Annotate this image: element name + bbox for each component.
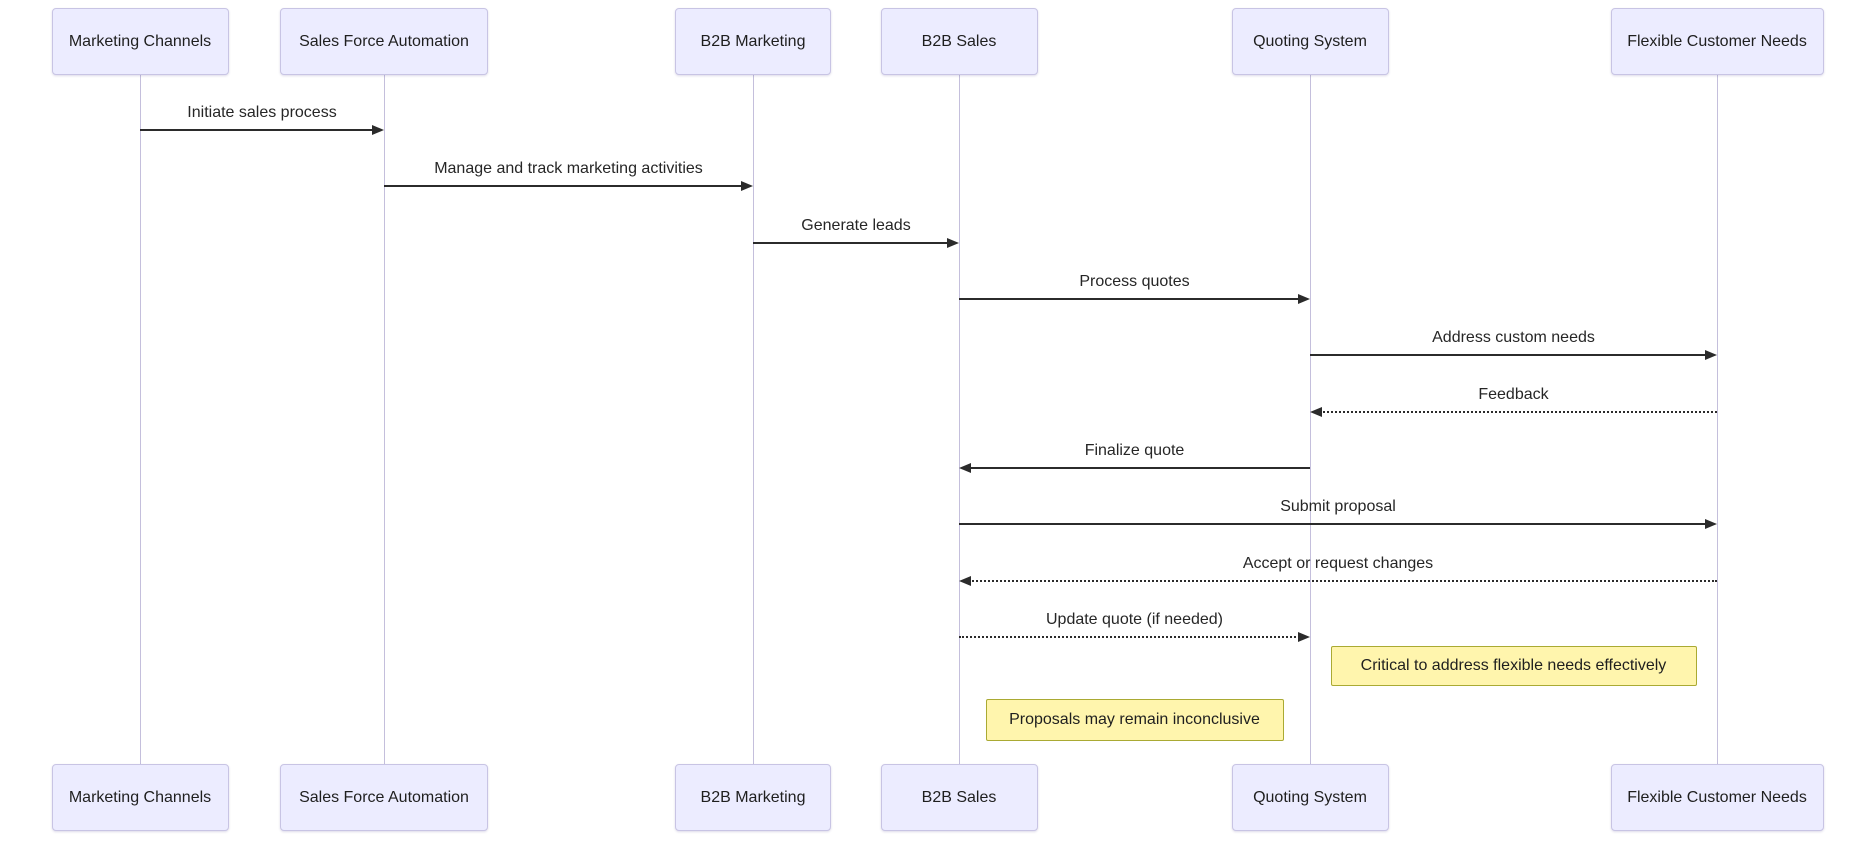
lifeline-b2b-sales — [959, 75, 960, 764]
message-line — [959, 298, 1300, 300]
actor-top-marketing-channels: Marketing Channels — [51, 8, 229, 75]
message-arrowhead-icon — [741, 181, 753, 191]
actor-bottom-sales-force-automation: Sales Force Automation — [280, 764, 488, 831]
actor-bottom-b2b-marketing: B2B Marketing — [675, 764, 831, 831]
lifeline-flexible-customer-needs — [1717, 75, 1718, 764]
message-arrowhead-icon — [1310, 407, 1322, 417]
message-arrowhead-icon — [372, 125, 384, 135]
actor-label: Quoting System — [1253, 32, 1367, 50]
actor-label: B2B Marketing — [700, 788, 806, 806]
message-line — [384, 185, 743, 187]
message-line — [969, 580, 1717, 582]
message-arrowhead-icon — [1298, 294, 1310, 304]
message-line — [1310, 354, 1707, 356]
message-line — [1320, 411, 1717, 413]
actor-label: Sales Force Automation — [299, 788, 469, 806]
message-line — [140, 129, 374, 131]
actor-bottom-marketing-channels: Marketing Channels — [51, 764, 229, 831]
actor-label: Marketing Channels — [68, 32, 212, 50]
message-label: Update quote (if needed) — [1045, 611, 1223, 628]
actor-label: Sales Force Automation — [299, 32, 469, 50]
message-line — [959, 636, 1300, 638]
note-label: Critical to address flexible needs effec… — [1360, 657, 1667, 674]
message-label: Accept or request changes — [1242, 555, 1434, 572]
note: Proposals may remain inconclusive — [985, 699, 1284, 741]
message-line — [969, 467, 1310, 469]
actor-top-b2b-marketing: B2B Marketing — [675, 8, 831, 75]
actor-label: Quoting System — [1253, 788, 1367, 806]
message-arrowhead-icon — [1298, 632, 1310, 642]
note-label: Proposals may remain inconclusive — [1009, 711, 1260, 728]
message-label: Manage and track marketing activities — [434, 160, 703, 177]
lifeline-quoting-system — [1310, 75, 1311, 764]
message-label: Finalize quote — [1084, 442, 1185, 459]
actor-label: Flexible Customer Needs — [1627, 788, 1807, 806]
lifeline-marketing-channels — [140, 75, 141, 764]
message-label: Process quotes — [1079, 273, 1190, 290]
message-label: Initiate sales process — [187, 104, 337, 121]
lifeline-sales-force-automation — [384, 75, 385, 764]
lifeline-b2b-marketing — [753, 75, 754, 764]
actor-top-b2b-sales: B2B Sales — [880, 8, 1038, 75]
actor-bottom-flexible-customer-needs: Flexible Customer Needs — [1610, 764, 1824, 831]
actor-label: B2B Sales — [921, 32, 997, 50]
message-label: Address custom needs — [1432, 329, 1595, 346]
message-arrowhead-icon — [959, 463, 971, 473]
message-line — [959, 523, 1707, 525]
actor-top-quoting-system: Quoting System — [1231, 8, 1389, 75]
actor-label: B2B Sales — [921, 788, 997, 806]
actor-bottom-quoting-system: Quoting System — [1231, 764, 1389, 831]
actor-label: B2B Marketing — [700, 32, 806, 50]
message-arrowhead-icon — [959, 576, 971, 586]
message-label: Submit proposal — [1280, 498, 1396, 515]
actor-bottom-b2b-sales: B2B Sales — [880, 764, 1038, 831]
message-label: Generate leads — [801, 217, 911, 234]
message-line — [753, 242, 949, 244]
actor-label: Flexible Customer Needs — [1627, 32, 1807, 50]
message-arrowhead-icon — [947, 238, 959, 248]
message-arrowhead-icon — [1705, 519, 1717, 529]
note: Critical to address flexible needs effec… — [1330, 646, 1697, 686]
actor-top-sales-force-automation: Sales Force Automation — [280, 8, 488, 75]
actor-label: Marketing Channels — [68, 788, 212, 806]
actor-top-flexible-customer-needs: Flexible Customer Needs — [1610, 8, 1824, 75]
message-arrowhead-icon — [1705, 350, 1717, 360]
message-label: Feedback — [1478, 386, 1549, 403]
